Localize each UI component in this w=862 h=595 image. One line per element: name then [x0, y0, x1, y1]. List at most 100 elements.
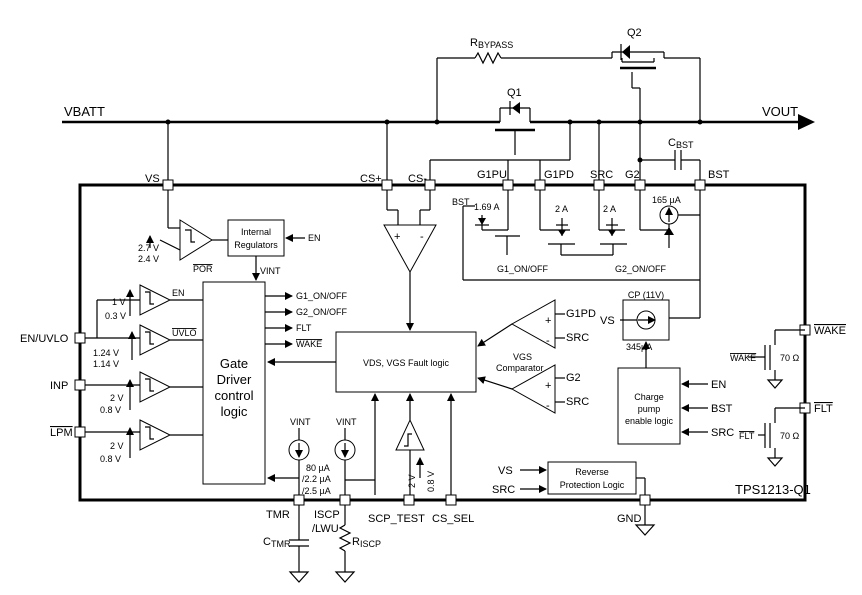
pin-gnd-label: GND [617, 513, 642, 525]
pin-g1pu-label: G1PU [477, 169, 507, 181]
lpm-threshold-low: 0.8 V [100, 454, 121, 464]
inp-threshold-high: 2 V [110, 393, 124, 403]
tmr-current-source [267, 428, 310, 495]
charge-pump-block [617, 367, 681, 445]
cp-label: CP (11V) [628, 290, 664, 300]
out-wake: WAKE [296, 339, 322, 349]
gate-driver-block [202, 281, 266, 485]
pin-tmr [293, 494, 305, 506]
en-signal-label: EN [172, 288, 185, 298]
flt-gate-label: FLT [739, 431, 755, 441]
gate-driver-label-2: Driver [217, 372, 252, 387]
pin-vs-label: VS [145, 173, 160, 185]
lpm-threshold-high: 2 V [110, 441, 124, 451]
inp-comparator [85, 371, 203, 410]
pin-iscp [339, 494, 351, 506]
pin-g2 [634, 179, 646, 191]
rail-junctions [165, 119, 703, 163]
chip-name: TPS1213-Q1 [735, 482, 811, 497]
ctmr-capacitor [288, 505, 310, 583]
ctmr-label: CTMR [263, 536, 291, 549]
scp-test-comparator [395, 418, 425, 480]
tmr-vint-label: VINT [290, 417, 311, 427]
vgs2-plus: + [545, 380, 551, 392]
cp-345-label: 345µA [626, 342, 652, 352]
uvlo-comparator [85, 324, 203, 360]
pin-gnd [639, 494, 651, 506]
fault-logic-label: VDS, VGS Fault logic [363, 358, 450, 368]
internal-regulators-block [227, 219, 285, 257]
vbatt-vout-rail [62, 114, 815, 130]
cp-src-label: SRC [711, 427, 734, 439]
vout-label: VOUT [762, 104, 798, 119]
pin-scp-test-label: SCP_TEST [368, 513, 425, 525]
vgs-comparator-g2 [477, 364, 565, 414]
pin-bst [694, 179, 706, 191]
gate-driver-label-1: Gate [220, 356, 248, 371]
por-comparator [146, 190, 228, 261]
internal-regulators-label-2: Regulators [234, 240, 278, 250]
sink-2a-2-label: 2 A [603, 204, 616, 214]
en-comparator [96, 284, 203, 338]
pin-src-label: SRC [590, 169, 613, 181]
pin-lpm-label: LPM [50, 427, 73, 439]
drive-mosfets [495, 235, 627, 256]
current-source-165 [659, 205, 700, 248]
flt-output-fet [758, 407, 805, 467]
pin-inp [74, 379, 86, 391]
por-threshold-high: 2.7 V [138, 243, 159, 253]
iscp-current-source [334, 428, 375, 495]
pin-scp-test [403, 494, 415, 506]
vgs-comp-label-1: VGS [513, 352, 532, 362]
por-threshold-low: 2.4 V [138, 254, 159, 264]
vgs2-src: SRC [566, 396, 589, 408]
pin-cs-plus [381, 179, 393, 191]
pin-inp-label: INP [50, 380, 68, 392]
internal-regulators-label-1: Internal [241, 227, 271, 237]
top-pin-wires [167, 122, 701, 185]
vgs-comparator-g1 [477, 299, 565, 349]
uvlo-signal-label: UVLO [172, 328, 197, 338]
charge-pump-label-1: Charge [634, 392, 664, 402]
current-source-169 [475, 215, 508, 231]
tmr-25-label: /2.5 µA [302, 486, 331, 496]
pin-cs-minus-label: CS- [408, 173, 427, 185]
reverse-label-1: Reverse [575, 467, 609, 477]
q1-mosfet [495, 101, 535, 155]
cs-amplifier [383, 190, 437, 331]
en-threshold-low: 0.3 V [105, 311, 126, 321]
g1-on-off-label: G1_ON/OFF [497, 264, 549, 274]
inp-threshold-low: 0.8 V [100, 405, 121, 415]
cbst-capacitor [640, 150, 700, 170]
wake-gate-label: WAKE [730, 353, 756, 363]
pin-lpm [74, 426, 86, 438]
vgs2-minus: - [546, 400, 550, 412]
pin-cs-plus-label: CS+ [360, 173, 382, 185]
current-sink-2a-1 [556, 218, 568, 236]
cs-amp-minus: - [420, 231, 424, 243]
stage-bst-label: BST [452, 197, 470, 207]
uvlo-threshold-low: 1.14 V [93, 359, 119, 369]
pin-cs-sel-label: CS_SEL [432, 513, 474, 525]
riscp-label: RISCP [352, 536, 381, 549]
bypass-path [436, 51, 701, 122]
gate-driver-outputs [265, 292, 293, 348]
reverse-vs-label: VS [498, 465, 513, 477]
pin-g1pu [502, 179, 514, 191]
q1-label: Q1 [507, 87, 522, 99]
reg-vint-label: VINT [260, 266, 281, 276]
source-169-label: 1.69 A [474, 202, 500, 212]
pin-lwu-label: /LWU [312, 523, 339, 535]
rbypass-label: RBYPASS [470, 37, 513, 50]
vgs-comp-label-2: Comparator [496, 363, 544, 373]
q2-label: Q2 [627, 27, 642, 39]
out-g1-on-off: G1_ON/OFF [296, 291, 348, 301]
sink-2a-1-label: 2 A [555, 204, 568, 214]
cp-vs-label: VS [600, 315, 615, 327]
cbst-label: CBST [668, 137, 694, 150]
pin-iscp-label: ISCP [314, 509, 340, 521]
iscp-vint-label: VINT [336, 417, 357, 427]
pin-src [593, 179, 605, 191]
pin-flt-label: FLT [814, 403, 833, 415]
